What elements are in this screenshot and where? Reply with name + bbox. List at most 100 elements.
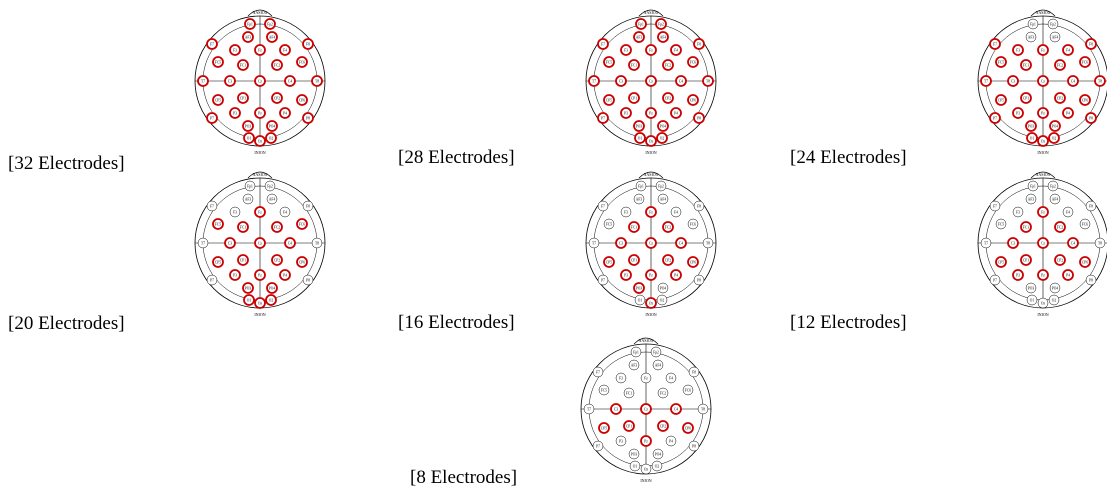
electrode-t7: T7 [588,75,600,87]
svg-text:Oz: Oz [258,139,263,143]
svg-text:P8: P8 [697,278,701,282]
electrode-f7: F7 [989,200,1001,212]
electrode-f7: F7 [989,38,1001,50]
svg-text:F3: F3 [624,48,628,52]
electrode-f7: F7 [597,38,609,50]
nose-outline [247,9,273,17]
electrode-f4: F4 [279,206,291,218]
svg-text:Pz: Pz [1041,273,1045,277]
electrode-p3: P3 [615,435,627,447]
electrode-f3: F3 [615,372,627,384]
electrode-fp2: Fp2 [1047,180,1059,192]
svg-text:Pz: Pz [1041,111,1045,115]
svg-text:FC6: FC6 [690,222,696,226]
electrode-cp1: CP1 [237,92,249,104]
electrode-af4: AF4 [1049,193,1061,205]
svg-text:C3: C3 [619,79,623,83]
electrode-c4: C4 [1067,237,1079,249]
svg-text:Fp1: Fp1 [633,350,639,354]
electrode-o2: O2 [265,132,277,144]
electrode-fc5: FC5 [598,384,610,396]
svg-text:Cz: Cz [258,241,262,245]
electrode-cp1: CP1 [1020,92,1032,104]
svg-text:O1: O1 [633,464,638,468]
electrode-p8: P8 [688,440,700,452]
svg-text:P3: P3 [1016,111,1020,115]
panel-caption: [24 Electrodes] [790,147,907,168]
electrode-p4: P4 [670,107,682,119]
electrode-af3: AF3 [633,193,645,205]
svg-text:PO4: PO4 [660,124,667,128]
electrode-cz: Cz [1037,237,1049,249]
svg-text:FC2: FC2 [1057,225,1063,229]
electrode-af4: AF4 [266,31,278,43]
electrode-pz: Pz [645,269,657,281]
electrode-p8: P8 [1085,274,1097,286]
svg-text:Cz: Cz [644,407,648,411]
svg-text:O2: O2 [660,298,665,302]
electrode-cp5: CP5 [603,94,615,106]
svg-text:P8: P8 [697,116,701,120]
electrode-o1: O1 [1026,294,1038,306]
svg-text:CP6: CP6 [1082,260,1088,264]
svg-text:P7: P7 [210,116,214,120]
electrode-t8: T8 [702,75,714,87]
nose-outline [633,337,659,345]
svg-text:AF4: AF4 [660,35,667,39]
electrode-f3: F3 [229,206,241,218]
electrode-t7: T7 [197,237,209,249]
electrode-f4: F4 [670,206,682,218]
electrode-oz: Oz [254,297,266,309]
electrode-f7: F7 [592,366,604,378]
svg-text:Oz: Oz [1041,301,1046,305]
svg-text:Fp2: Fp2 [658,22,664,26]
svg-text:F7: F7 [210,42,214,46]
electrode-cp5: CP5 [212,256,224,268]
svg-text:PO3: PO3 [245,124,252,128]
svg-text:PO3: PO3 [1028,124,1035,128]
electrode-o1: O1 [634,132,646,144]
electrode-af4: AF4 [657,193,669,205]
electrode-fc2: FC2 [662,59,674,71]
svg-text:C4: C4 [679,79,683,83]
electrode-p7: P7 [206,112,218,124]
electrode-cp2: CP2 [657,420,669,432]
svg-text:CP6: CP6 [690,98,696,102]
electrode-p4: P4 [279,269,291,281]
electrode-fp1: Fp1 [635,18,647,30]
svg-text:Fp2: Fp2 [1050,184,1056,188]
electrode-af3: AF3 [1025,31,1037,43]
inion-label: INION [1037,150,1048,155]
electrode-cp6: CP6 [1079,94,1091,106]
electrode-af3: AF3 [1025,193,1037,205]
electrode-fc6: FC6 [1079,56,1091,68]
electrode-fc6: FC6 [296,56,308,68]
svg-text:PO4: PO4 [655,452,662,456]
svg-text:FC5: FC5 [606,222,612,226]
electrode-t8: T8 [311,75,323,87]
electrode-po4: PO4 [1049,120,1061,132]
inion-label: INION [645,150,656,155]
electrode-po3: PO3 [1025,120,1037,132]
svg-text:CP6: CP6 [685,426,691,430]
svg-text:Oz: Oz [258,301,263,305]
svg-text:FC1: FC1 [240,63,246,67]
svg-text:P3: P3 [619,439,623,443]
electrode-p4: P4 [279,107,291,119]
svg-text:PO4: PO4 [660,286,667,290]
svg-text:O1: O1 [1030,298,1035,302]
electrode-po4: PO4 [652,448,664,460]
nasion-label: NASION [643,10,658,15]
electrode-fp2: Fp2 [650,346,662,358]
electrode-p3: P3 [620,269,632,281]
svg-text:Fp1: Fp1 [638,22,644,26]
electrode-p8: P8 [693,274,705,286]
electrode-c4: C4 [284,75,296,87]
svg-text:FC1: FC1 [631,63,637,67]
svg-text:CP5: CP5 [998,98,1004,102]
electrode-f8: F8 [1085,200,1097,212]
electrode-f8: F8 [693,200,705,212]
electrode-p3: P3 [229,269,241,281]
